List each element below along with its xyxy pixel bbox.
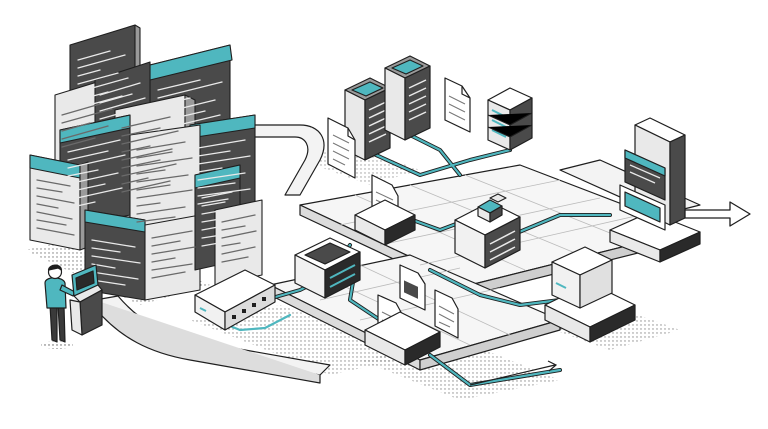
code-lines [36,50,257,286]
processing-unit [294,193,521,299]
output-display [609,117,701,263]
arrow-right-icon [684,201,751,227]
server-icon [344,55,533,161]
storage-cube [544,246,636,343]
person-icon [41,264,76,349]
terminal-icon [69,264,103,336]
router-device [194,269,276,331]
flow-arrow [469,360,558,386]
pedestals [354,199,441,366]
